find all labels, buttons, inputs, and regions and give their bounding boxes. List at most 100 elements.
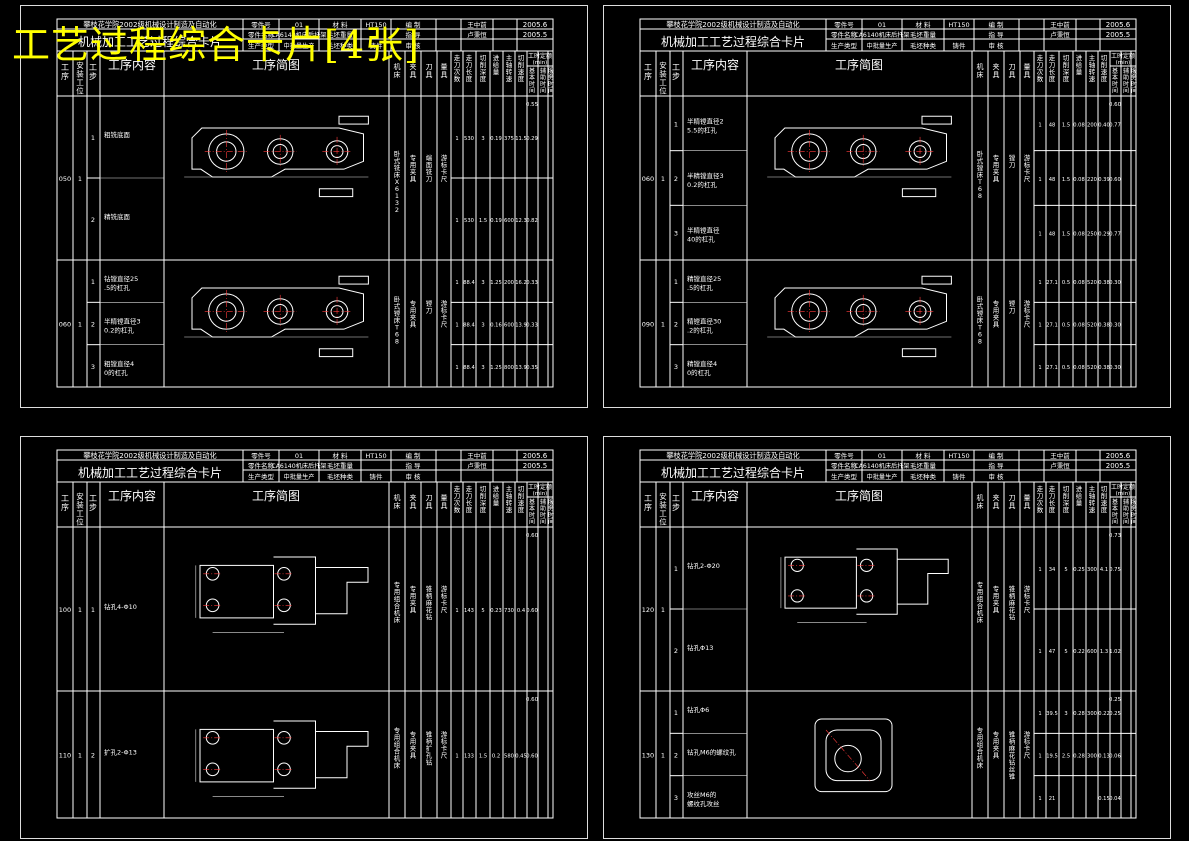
step-text-cont: 0的杠孔 — [104, 368, 128, 377]
step-value: 220 — [1087, 177, 1097, 183]
proc-number: 120 — [642, 606, 654, 614]
pocket-outline — [825, 729, 882, 782]
table-frame — [639, 18, 1137, 388]
op-gauge: 游标卡尺 — [441, 584, 448, 614]
step-value: 1 — [455, 218, 458, 224]
col-basic: 基本时间 — [1112, 67, 1118, 95]
compiled-by: 王中前 — [1050, 20, 1070, 29]
col-aux: 辅助时间 — [540, 67, 546, 95]
proc-number: 050 — [59, 175, 71, 183]
production: 中批量生产 — [284, 473, 315, 481]
guide-label: 指 导 — [988, 461, 1004, 470]
material: HT150 — [365, 21, 386, 29]
step-value: 600 — [504, 218, 514, 224]
review-label: 审 核 — [405, 472, 421, 481]
step-number: 2 — [674, 647, 678, 655]
tolerance-frame — [338, 275, 369, 285]
step-value: 0.08 — [1073, 122, 1085, 128]
col-length: 走刀长度 — [1049, 54, 1056, 83]
proc-number: 090 — [642, 321, 654, 329]
col-quota: 工时定额 — [528, 52, 552, 60]
col-depth: 切削深度 — [1063, 485, 1070, 514]
col-passes: 走刀次数 — [1037, 485, 1044, 514]
step-value: 0.08 — [1073, 280, 1085, 286]
step-value: 11.5 — [515, 136, 527, 142]
proc-number: 060 — [59, 321, 71, 329]
step-value: 0.77 — [1109, 122, 1121, 128]
step-text-cont: 螺纹孔攻丝 — [687, 799, 720, 808]
op-gauge: 游标卡尺 — [1024, 584, 1031, 614]
col-basic: 基本时间 — [529, 498, 535, 526]
part-name-label: 零件名称 — [248, 461, 275, 470]
step-value: 1.5 — [1062, 122, 1070, 128]
install-number: 1 — [78, 175, 82, 183]
step-number: 2 — [674, 321, 678, 329]
col-content: 工序内容 — [691, 488, 739, 503]
production-label: 生产类型 — [248, 472, 275, 481]
col-aux: 辅助时间 — [540, 498, 546, 526]
col-sketch: 工序简图 — [252, 488, 300, 503]
blank-type: 铸件 — [953, 472, 967, 481]
col-content: 工序内容 — [691, 57, 739, 72]
step-value: 530 — [464, 136, 474, 142]
compiled-label: 编 制 — [988, 451, 1004, 460]
compiled-label: 编 制 — [405, 20, 421, 29]
col-basic: 基本时间 — [1112, 498, 1118, 526]
step-value: 1 — [1038, 280, 1041, 286]
step-value: 2.5 — [1062, 754, 1070, 760]
part-name-label: 零件名称 — [248, 30, 275, 39]
step-value: 1 — [1038, 122, 1041, 128]
col-passes: 走刀次数 — [1037, 54, 1044, 83]
op-cutter: 锥柄麻花钻丝锥 — [1009, 730, 1016, 781]
step-text-cont: 0.2的杠孔 — [687, 180, 717, 189]
step-value: 21 — [1049, 796, 1056, 802]
op-fixture: 专用夹具 — [410, 153, 417, 183]
step-value: 0.38 — [1098, 323, 1110, 329]
step-value: 5 — [481, 608, 484, 614]
col-depth: 切削深度 — [480, 485, 487, 514]
part-no-label: 零件号 — [251, 451, 271, 460]
step-text: 半精镗直径2 — [687, 116, 724, 125]
step-value: 0.29 — [1098, 232, 1110, 238]
step-value: 133 — [464, 754, 474, 760]
proc-number: 100 — [59, 606, 71, 614]
part-outline — [315, 567, 369, 615]
col-service: 服务时间 — [548, 499, 554, 526]
col-service: 服务时间 — [548, 68, 554, 95]
tolerance-frame — [318, 188, 354, 198]
step-value: 0.15 — [1098, 796, 1110, 802]
step-number: 1 — [674, 709, 678, 717]
op-gauge: 游标卡尺 — [1024, 730, 1031, 760]
step-value: 0.08 — [1073, 323, 1085, 329]
step-text-cont: 5.5的杠孔 — [687, 125, 717, 134]
card-title: 机械加工工艺过程综合卡片 — [78, 34, 222, 49]
compiled-date: 2005.6 — [523, 21, 548, 29]
material: HT150 — [948, 452, 969, 460]
part-name: CA6140机床后托架 — [271, 462, 326, 470]
step-value: 5 — [1064, 649, 1067, 655]
step-value: 600 — [1087, 649, 1097, 655]
blank-weight-label: 毛坯重量 — [910, 461, 937, 470]
step-value: 0.25 — [1073, 567, 1085, 573]
step-value: 0.19 — [490, 136, 502, 142]
col-depth: 切削深度 — [1063, 54, 1070, 83]
col-quota-unit: (min) — [1116, 491, 1131, 497]
col-feed: 进给量 — [493, 54, 500, 76]
step-value: 1 — [1038, 754, 1041, 760]
review-label: 审 核 — [988, 472, 1004, 481]
step-value: 88.4 — [463, 280, 475, 286]
school-name: 攀枝花学院2002级机械设计制造及自动化 — [666, 451, 799, 460]
col-proc: 工序 — [61, 494, 69, 512]
col-service: 服务时间 — [1131, 499, 1137, 526]
step-value: 0.39 — [1098, 177, 1110, 183]
op-cutter: 端面铣刀 — [426, 153, 433, 183]
col-install: 安装工位 — [76, 491, 84, 527]
step-number: 2 — [674, 752, 678, 760]
table-frame — [56, 449, 554, 819]
col-cutter: 刀具 — [426, 494, 433, 510]
step-value: 0.16 — [490, 323, 502, 329]
step-value: 12.3 — [515, 218, 527, 224]
